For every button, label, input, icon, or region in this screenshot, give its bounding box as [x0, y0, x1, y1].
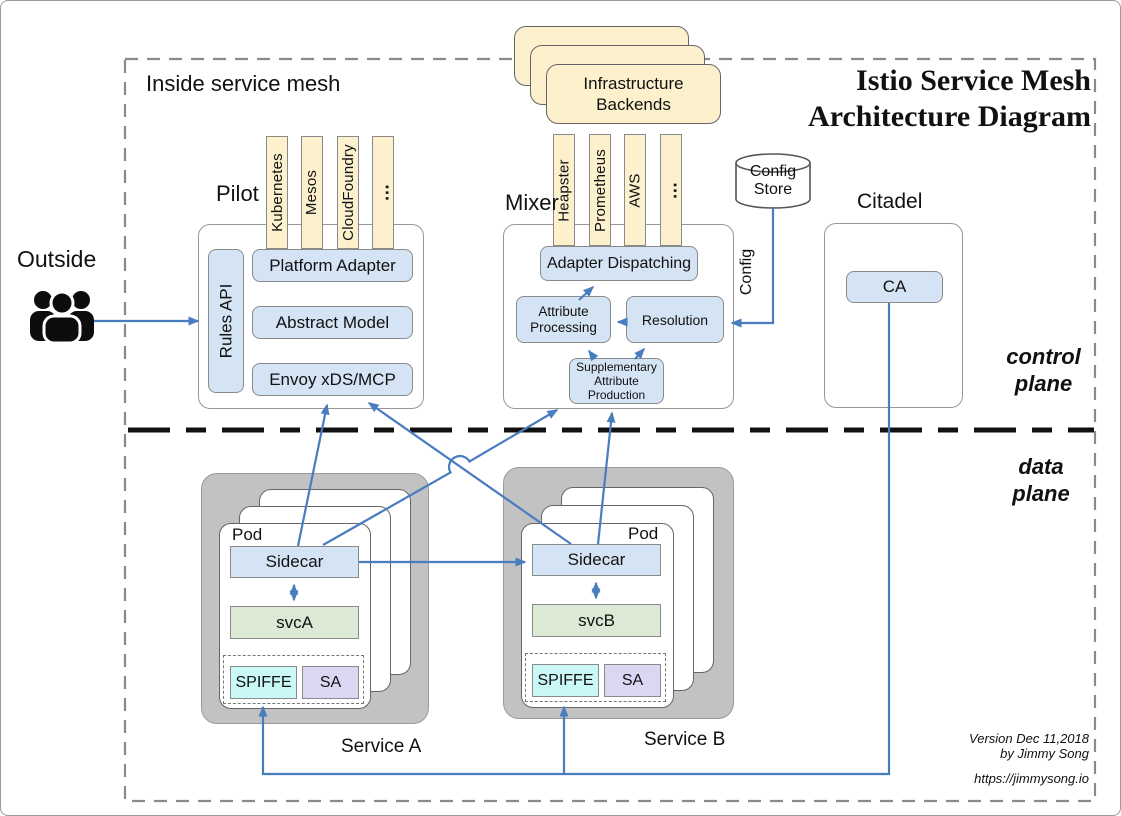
mixer-label: Mixer	[505, 190, 559, 215]
adapter-bar-prometheus: Prometheus	[589, 134, 611, 246]
control-plane-label: control plane	[1006, 344, 1081, 396]
adapter-bar-aws: AWS	[624, 134, 646, 246]
service-a-spiffe-box: SPIFFE	[230, 666, 297, 699]
service-b-spiffe-box: SPIFFE	[532, 664, 599, 697]
service-b-sidecar-box: Sidecar	[532, 544, 661, 576]
attribute-processing-box: Attribute Processing	[516, 296, 611, 343]
inside-mesh-label: Inside service mesh	[146, 71, 341, 96]
infra-backends-label: Infrastructure Backends	[583, 74, 684, 114]
users-group-icon	[30, 290, 94, 345]
adapter-dispatching-box: Adapter Dispatching	[540, 246, 698, 281]
citadel-box	[824, 223, 963, 408]
citadel-label: Citadel	[857, 190, 923, 213]
diagram-title: Istio Service Mesh Architecture Diagram	[776, 63, 1091, 135]
envoy-xds-mcp-box: Envoy xDS/MCP	[252, 363, 413, 396]
platform-bar-cloudfoundry: CloudFoundry	[337, 136, 359, 249]
pilot-label: Pilot	[216, 181, 259, 206]
service-a-sidecar-box: Sidecar	[230, 546, 359, 578]
supplementary-attribute-production-box: Supplementary Attribute Production	[569, 358, 664, 404]
footer-url: https://jimmysong.io	[974, 771, 1089, 786]
config-store-label: Config Store	[749, 163, 797, 198]
service-b-sa-box: SA	[604, 664, 661, 697]
data-plane-label: data plane	[1012, 454, 1070, 506]
title-line-2: Architecture Diagram	[808, 100, 1091, 133]
footer-credits: Version Dec 11,2018 by Jimmy Song https:…	[851, 731, 1089, 786]
ca-box: CA	[846, 271, 943, 303]
platform-bar-kubernetes: Kubernetes	[266, 136, 288, 249]
title-line-1: Istio Service Mesh	[856, 64, 1091, 97]
footer-version: Version Dec 11,2018	[969, 731, 1089, 746]
service-a-label: Service A	[341, 736, 422, 757]
outside-label: Outside	[17, 246, 97, 272]
platform-bar-mesos: Mesos	[301, 136, 323, 249]
config-arrow-label: Config	[738, 248, 755, 296]
abstract-model-box: Abstract Model	[252, 306, 413, 339]
resolution-box: Resolution	[626, 296, 724, 343]
service-a-svc-box: svcA	[230, 606, 359, 639]
service-b-svc-box: svcB	[532, 604, 661, 637]
service-a-sa-box: SA	[302, 666, 359, 699]
service-a-pod-label: Pod	[232, 525, 263, 544]
service-b-label: Service B	[644, 729, 726, 750]
platform-adapter-box: Platform Adapter	[252, 249, 413, 282]
platform-bar-more: …	[372, 136, 394, 249]
adapter-bar-more: …	[660, 134, 682, 246]
service-b-pod-label: Pod	[628, 524, 659, 543]
rules-api-box: Rules API	[208, 249, 244, 393]
infra-backends-card-front: Infrastructure Backends	[546, 64, 721, 124]
footer-author: by Jimmy Song	[1000, 746, 1089, 761]
